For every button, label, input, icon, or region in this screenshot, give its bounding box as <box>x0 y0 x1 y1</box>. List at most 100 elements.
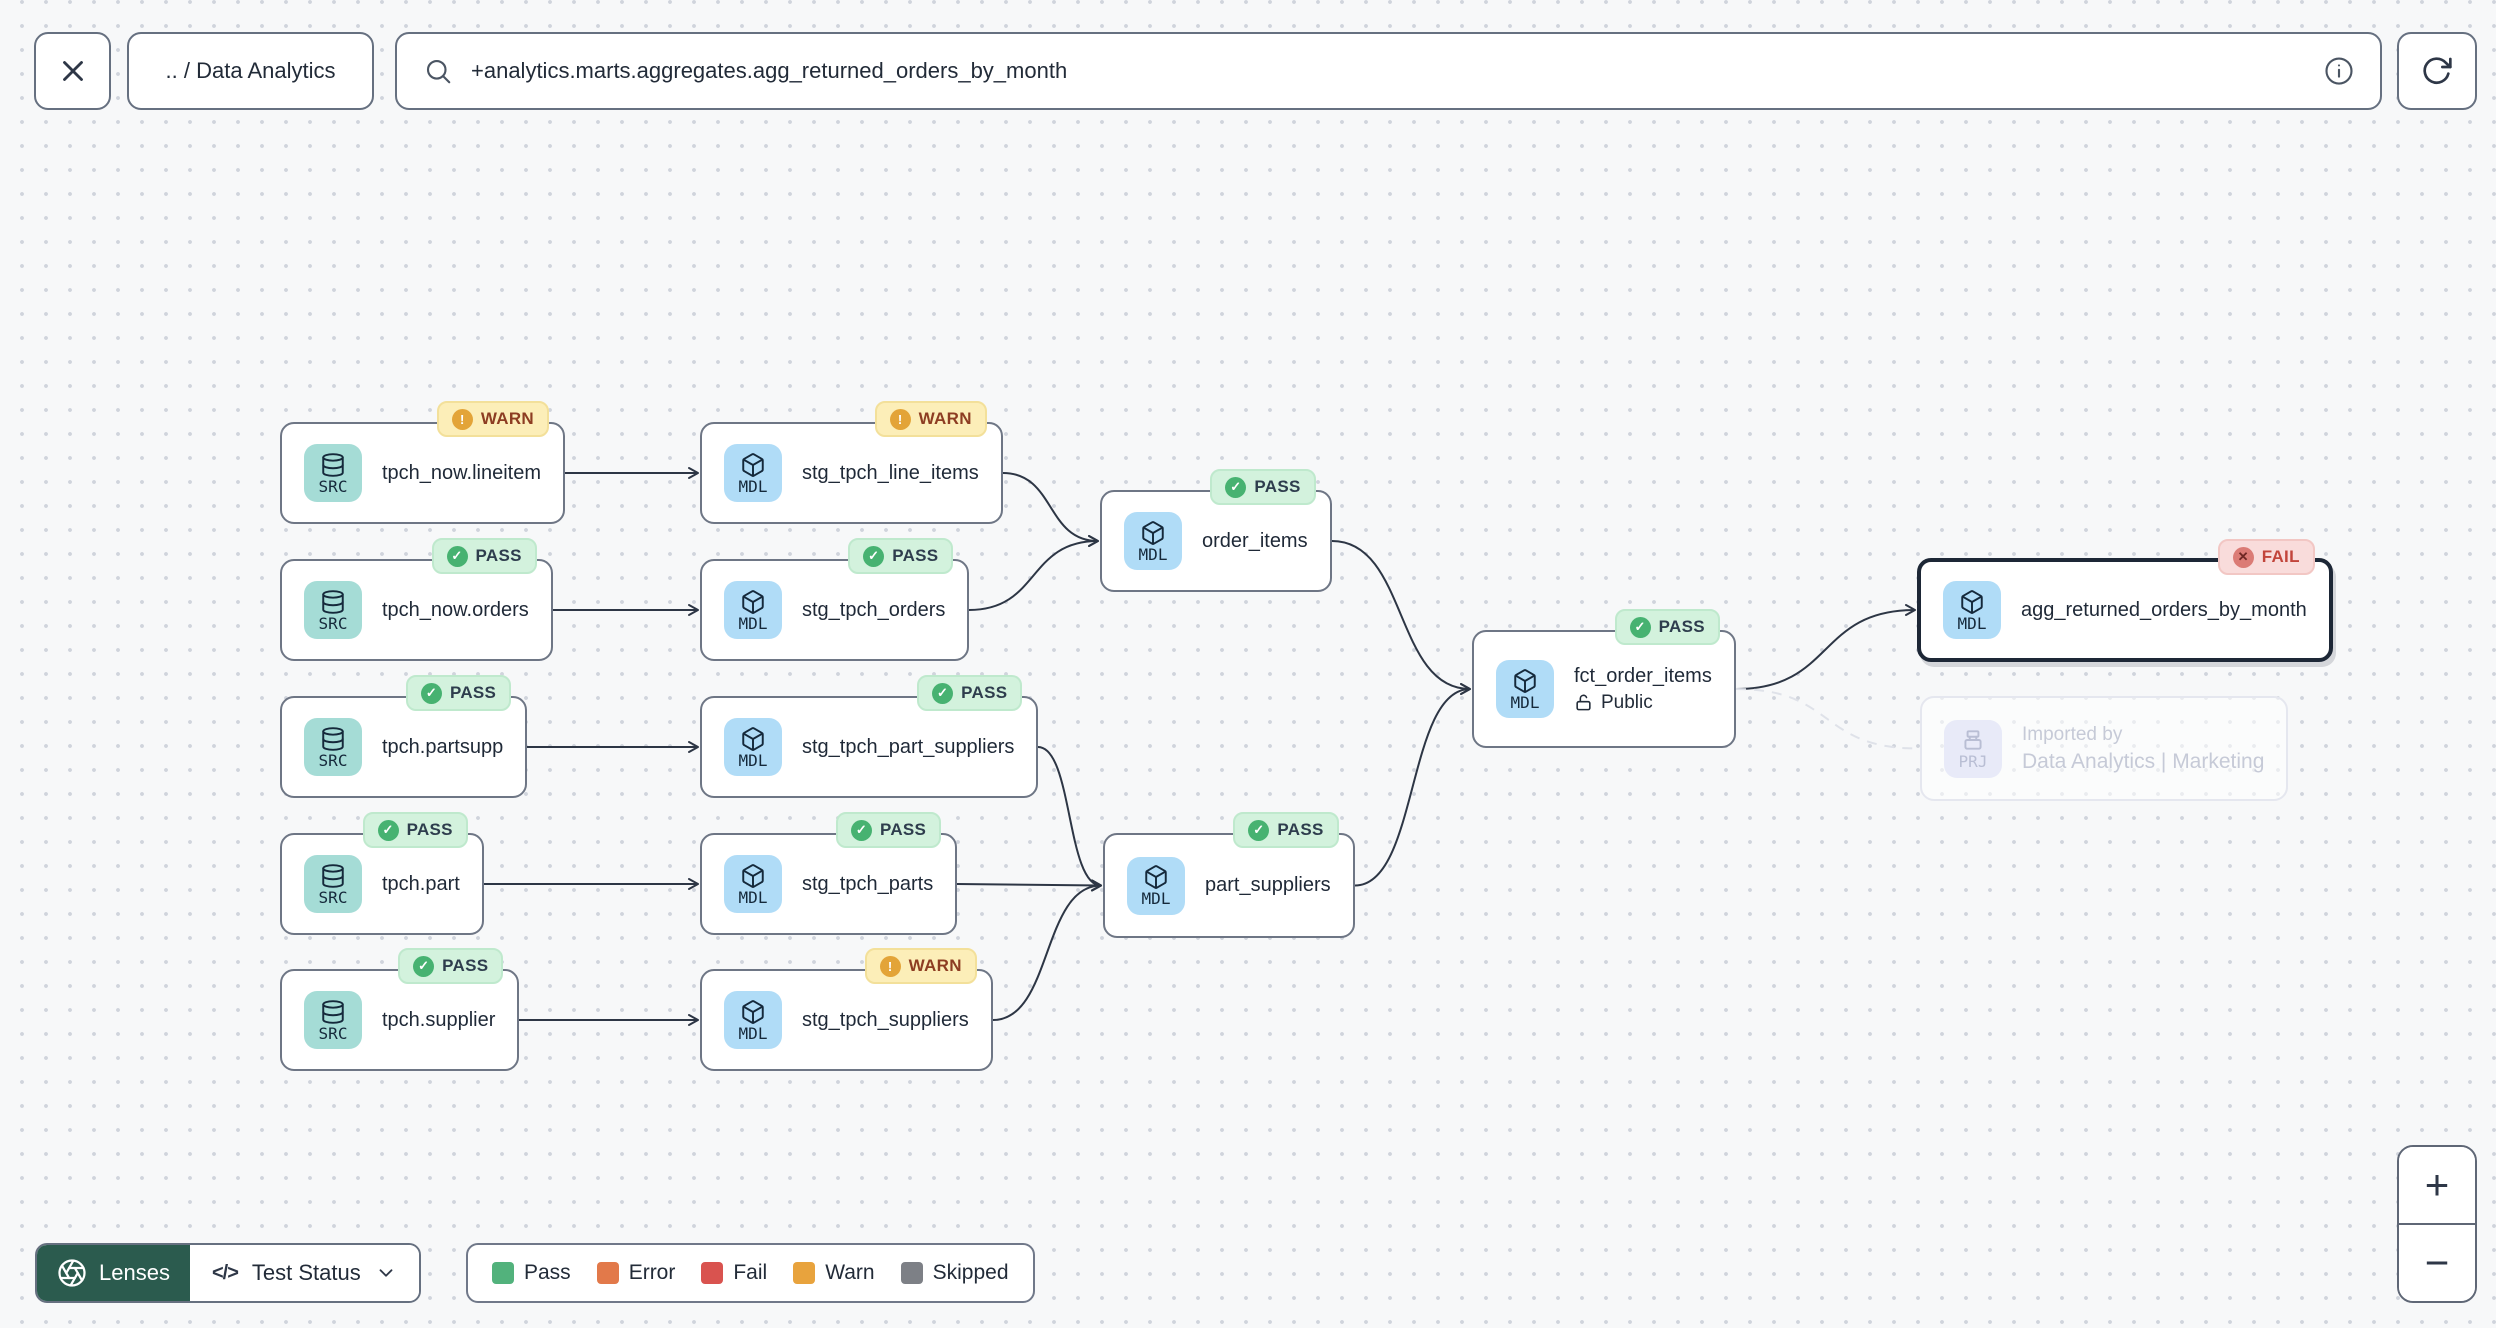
pass-status-icon: ✓ <box>1248 819 1270 841</box>
graph-node-stg_tpch_part_suppliers[interactable]: MDL stg_tpch_part_suppliers ✓PASS <box>700 675 1039 798</box>
zoom-in-button[interactable]: + <box>2399 1147 2475 1223</box>
node-title: stg_tpch_parts <box>802 872 934 895</box>
node-text: tpch.part <box>382 873 460 896</box>
edge-fct_order_items-to-agg_returned_orders_by_month <box>1735 604 1916 690</box>
node-title: agg_returned_orders_by_month <box>2021 598 2307 621</box>
status-badge-fail: ✕FAIL <box>2217 539 2315 575</box>
warn-swatch <box>793 1262 816 1284</box>
edge-stg_tpch_part_suppliers-to-part_suppliers <box>1037 746 1102 892</box>
node-text: tpch_now.orders <box>382 599 529 622</box>
node-title: stg_tpch_line_items <box>802 461 979 484</box>
refresh-icon <box>2423 57 2452 84</box>
edge-fct_order_items-to-imported_by_marketing <box>1735 688 1919 750</box>
chip-label: MDL <box>1141 889 1171 908</box>
status-badge-label: PASS <box>449 683 497 702</box>
status-badge-pass: ✓ PASS <box>405 675 512 711</box>
node-text: tpch.partsupp <box>382 736 503 759</box>
edge-part_suppliers-to-fct_order_items <box>1354 683 1471 887</box>
edge-stg_tpch_orders-to-order_items <box>968 535 1099 611</box>
graph-node-tpch_partsupp[interactable]: SRC tpch.partsupp ✓ PASS <box>280 675 528 798</box>
chip-label: MDL <box>1957 613 1987 633</box>
node-text: stg_tpch_part_suppliers <box>802 736 1014 759</box>
zoom-controls: + − <box>2397 1145 2477 1303</box>
chip-label: SRC <box>318 613 348 633</box>
pass-status-icon: ✓ <box>1629 616 1651 638</box>
zoom-out-button[interactable]: − <box>2399 1225 2475 1301</box>
lenses-button[interactable]: Lenses <box>37 1245 190 1301</box>
mdl-type-chip: MDL <box>1127 856 1185 915</box>
chip-label: SRC <box>318 750 348 770</box>
node-title: tpch.supplier <box>382 1008 496 1031</box>
chevron-down-icon <box>379 1269 393 1277</box>
breadcrumb[interactable]: .. / Data Analytics <box>127 32 374 110</box>
graph-node-agg_returned_orders_by_month[interactable]: MDL agg_returned_orders_by_month ✕FAIL <box>1917 539 2333 662</box>
warn-status-icon: ! <box>879 955 901 977</box>
chip-label: SRC <box>318 476 348 496</box>
refresh-button[interactable] <box>2397 32 2477 110</box>
chip-label: MDL <box>738 613 768 633</box>
node-title: tpch.part <box>382 872 460 895</box>
graph-node-stg_tpch_suppliers[interactable]: MDL stg_tpch_suppliers! WARN <box>700 948 993 1071</box>
graph-node-imported_by_marketing: PRJ Imported by Data Analytics | Marketing <box>1920 696 2289 801</box>
node-title: stg_tpch_orders <box>802 598 946 621</box>
status-badge-label: PASS <box>442 956 489 975</box>
aperture-icon <box>58 1259 86 1287</box>
pass-status-icon: ✓ <box>850 819 872 841</box>
status-badge-pass: ✓PASS <box>362 812 468 848</box>
search-bar[interactable] <box>395 32 2382 110</box>
mdl-type-chip: MDL <box>724 581 782 639</box>
status-badge-pass: ✓PASS <box>917 675 1023 711</box>
warn-status-icon: ! <box>889 408 911 430</box>
cube-icon <box>740 999 766 1025</box>
search-input[interactable] <box>471 58 2306 84</box>
imported-by-label: Imported by <box>2022 723 2123 745</box>
node-title: tpch_now.lineitem <box>382 461 541 484</box>
cube-icon <box>740 726 766 752</box>
cube-icon <box>1512 668 1538 694</box>
lens-selector-test-status[interactable]: </> Test Status <box>189 1245 419 1301</box>
status-badge-label: WARN <box>918 409 972 428</box>
warn-status-icon: ! <box>451 408 473 430</box>
fail-swatch <box>701 1262 724 1284</box>
status-badge-warn: ! WARN <box>436 401 549 437</box>
node-text: tpch_now.lineitem <box>382 462 541 485</box>
cube-icon <box>740 452 766 478</box>
close-button[interactable] <box>34 32 111 110</box>
project-name-label: Data Analytics | Marketing <box>2022 749 2265 773</box>
chip-label: MDL <box>738 1023 768 1043</box>
edge-stg_tpch_parts-to-part_suppliers <box>956 879 1102 892</box>
pass-status-icon: ✓ <box>420 682 442 704</box>
info-icon[interactable] <box>2324 56 2354 86</box>
node-title: fct_order_items <box>1574 664 1712 687</box>
graph-node-stg_tpch_line_items[interactable]: MDL stg_tpch_line_items! WARN <box>700 401 1003 524</box>
mdl-type-chip: MDL <box>724 718 782 776</box>
legend-item-warn: Warn <box>793 1261 875 1285</box>
prj-type-chip: PRJ <box>1944 719 2002 778</box>
skipped-swatch <box>900 1262 923 1284</box>
cube-icon <box>1143 864 1169 890</box>
edge-stg_tpch_line_items-to-order_items <box>1002 472 1099 547</box>
graph-node-tpch_now_lineitem[interactable]: SRC tpch_now.lineitem! WARN <box>280 401 565 524</box>
legend-label: Pass <box>524 1261 571 1284</box>
node-title: tpch_now.orders <box>382 598 529 621</box>
status-badge-label: WARN <box>480 409 534 428</box>
node-text: stg_tpch_suppliers <box>802 1009 969 1032</box>
chip-label: MDL <box>738 476 768 496</box>
status-badge-pass: ✓PASS <box>1233 812 1339 848</box>
status-badge-warn: ! WARN <box>864 948 977 984</box>
status-badge-label: PASS <box>406 820 453 839</box>
legend-item-skipped: Skipped <box>900 1261 1009 1285</box>
node-visibility: Public <box>1574 692 1712 714</box>
status-badge-pass: ✓PASS <box>398 948 504 984</box>
status-badge-label: WARN <box>908 956 962 975</box>
